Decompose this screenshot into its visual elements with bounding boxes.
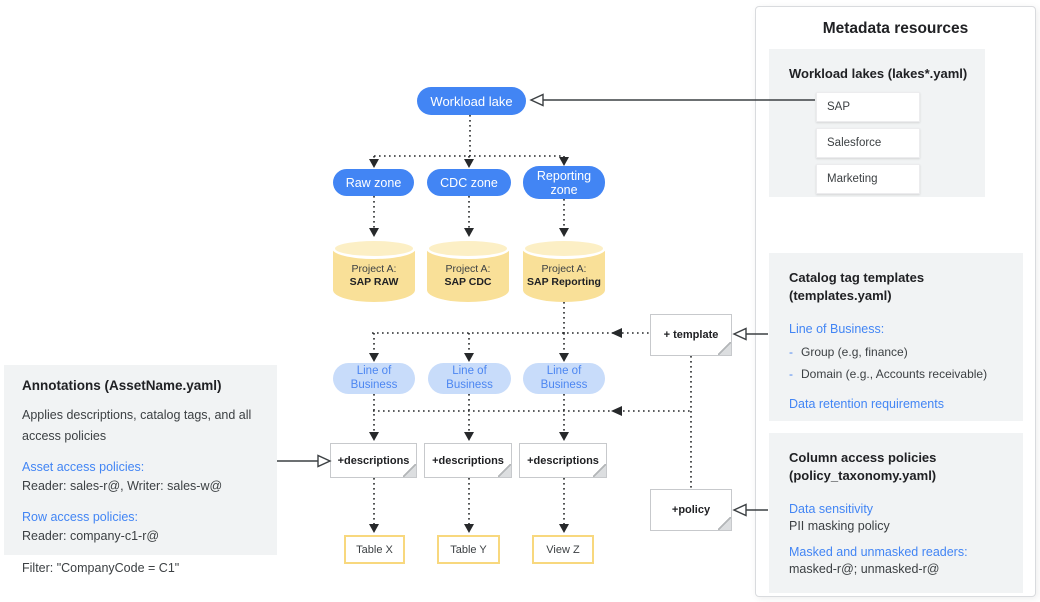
- bullet-dash: -: [789, 345, 793, 359]
- metadata-resources-panel: Metadata resources Workload lakes (lakes…: [755, 6, 1036, 597]
- column-policies-title-line1: Column access policies: [789, 450, 937, 465]
- catalog-tag-templates-section: Catalog tag templates (templates.yaml) L…: [769, 253, 1023, 421]
- lob-tag-1: Line of Business: [333, 363, 415, 394]
- lake-card-label: Salesforce: [827, 137, 882, 149]
- data-sensitivity-value: PII masking policy: [789, 519, 890, 533]
- asset-access-policies-heading: Asset access policies:: [22, 460, 145, 474]
- template-label: + template: [663, 329, 719, 341]
- filter-line: Filter: "CompanyCode = C1": [22, 561, 180, 575]
- cylinder-label: Project A: SAP CDC: [429, 252, 507, 300]
- zone-pill-reporting: Reporting zone: [523, 166, 605, 199]
- template-note: + template: [650, 314, 732, 356]
- policy-note: +policy: [650, 489, 732, 531]
- folded-corner: [718, 342, 731, 355]
- descriptions-label: +descriptions: [337, 454, 410, 467]
- data-sensitivity-heading: Data sensitivity: [789, 502, 874, 516]
- folded-corner: [718, 517, 731, 530]
- cylinder-top: [522, 238, 606, 259]
- cylinder-label: Project A: SAP RAW: [335, 252, 413, 300]
- column-policies-title-line2: (policy_taxonomy.yaml): [789, 468, 937, 483]
- asset-access-policies-value: Reader: sales-r@, Writer: sales-w@: [22, 479, 223, 493]
- descriptions-note-1: +descriptions: [330, 443, 417, 478]
- lake-card-label: Marketing: [827, 173, 878, 185]
- cylinder-top: [332, 238, 416, 259]
- annotations-title: Annotations (AssetName.yaml): [22, 378, 222, 393]
- zone-pill-raw: Raw zone: [333, 169, 414, 196]
- workload-lake-label: Workload lake: [430, 93, 513, 109]
- output-label: View Z: [546, 543, 580, 556]
- zone-reporting-label: Reporting zone: [536, 168, 592, 197]
- lob-item-group: - Group (e.g, finance): [789, 341, 1003, 363]
- lake-card-marketing: Marketing: [816, 164, 920, 194]
- lake-card-label: SAP: [827, 101, 851, 113]
- bullet-dash: -: [789, 367, 793, 381]
- project-cylinder-sap-raw: Project A: SAP RAW: [332, 238, 416, 302]
- lake-card-sap: SAP: [816, 92, 920, 122]
- workload-lakes-section: Workload lakes (lakes*.yaml) SAP Salesfo…: [769, 49, 985, 197]
- project-prefix: Project A:: [351, 263, 397, 275]
- project-prefix: Project A:: [541, 263, 587, 275]
- lob-item-text: Domain (e.g., Accounts receivable): [801, 367, 988, 381]
- project-cylinder-sap-cdc: Project A: SAP CDC: [426, 238, 510, 302]
- row-access-policies-value: Reader: company-c1-r@: [22, 529, 160, 543]
- cylinder-label: Project A: SAP Reporting: [525, 252, 603, 300]
- output-label: Table Y: [450, 543, 487, 556]
- folded-corner: [498, 464, 511, 477]
- policy-label: +policy: [671, 504, 711, 516]
- lob-tag-2: Line of Business: [428, 363, 511, 394]
- project-name: SAP Reporting: [527, 276, 601, 288]
- folded-corner: [403, 464, 416, 477]
- lob-item-text: Group (e.g, finance): [801, 345, 908, 359]
- catalog-templates-title-line2: (templates.yaml): [789, 288, 892, 303]
- workload-lakes-title: Workload lakes (lakes*.yaml): [789, 66, 968, 81]
- annotations-panel: Annotations (AssetName.yaml) Applies des…: [4, 365, 277, 575]
- row-access-policies-heading: Row access policies:: [22, 510, 139, 524]
- masked-readers-value: masked-r@; unmasked-r@: [789, 562, 940, 576]
- annotations-description: Applies descriptions, catalog tags, and …: [22, 408, 252, 443]
- project-name: SAP RAW: [349, 276, 399, 288]
- descriptions-label: +descriptions: [432, 454, 504, 467]
- project-prefix: Project A:: [445, 263, 491, 275]
- zone-cdc-label: CDC zone: [440, 175, 498, 190]
- masked-readers-heading: Masked and unmasked readers:: [789, 545, 968, 559]
- lob-item-domain: - Domain (e.g., Accounts receivable): [789, 363, 1003, 385]
- metadata-panel-title: Metadata resources: [822, 20, 969, 37]
- folded-corner: [593, 464, 606, 477]
- lake-card-salesforce: Salesforce: [816, 128, 920, 158]
- lob-heading: Line of Business:: [789, 322, 885, 336]
- lob-tag-3: Line of Business: [523, 363, 605, 394]
- lob-label: Line of Business: [350, 365, 398, 391]
- output-label: Table X: [356, 543, 393, 556]
- zone-pill-cdc: CDC zone: [427, 169, 511, 196]
- project-name: SAP CDC: [444, 276, 492, 288]
- descriptions-label: +descriptions: [527, 454, 599, 467]
- catalog-templates-title-line1: Catalog tag templates: [789, 270, 925, 285]
- lob-label: Line of Business: [540, 365, 588, 391]
- output-view-z: View Z: [532, 535, 594, 564]
- output-table-y: Table Y: [437, 535, 500, 564]
- workload-lake-node: Workload lake: [417, 87, 526, 115]
- descriptions-note-3: +descriptions: [519, 443, 607, 478]
- lob-label: Line of Business: [446, 365, 493, 391]
- project-cylinder-sap-reporting: Project A: SAP Reporting: [522, 238, 606, 302]
- cylinder-top: [426, 238, 510, 259]
- output-table-x: Table X: [344, 535, 405, 564]
- descriptions-note-2: +descriptions: [424, 443, 512, 478]
- data-retention-heading: Data retention requirements: [789, 397, 944, 411]
- column-access-policies-section: Column access policies (policy_taxonomy.…: [769, 433, 1023, 593]
- zone-raw-label: Raw zone: [345, 175, 402, 190]
